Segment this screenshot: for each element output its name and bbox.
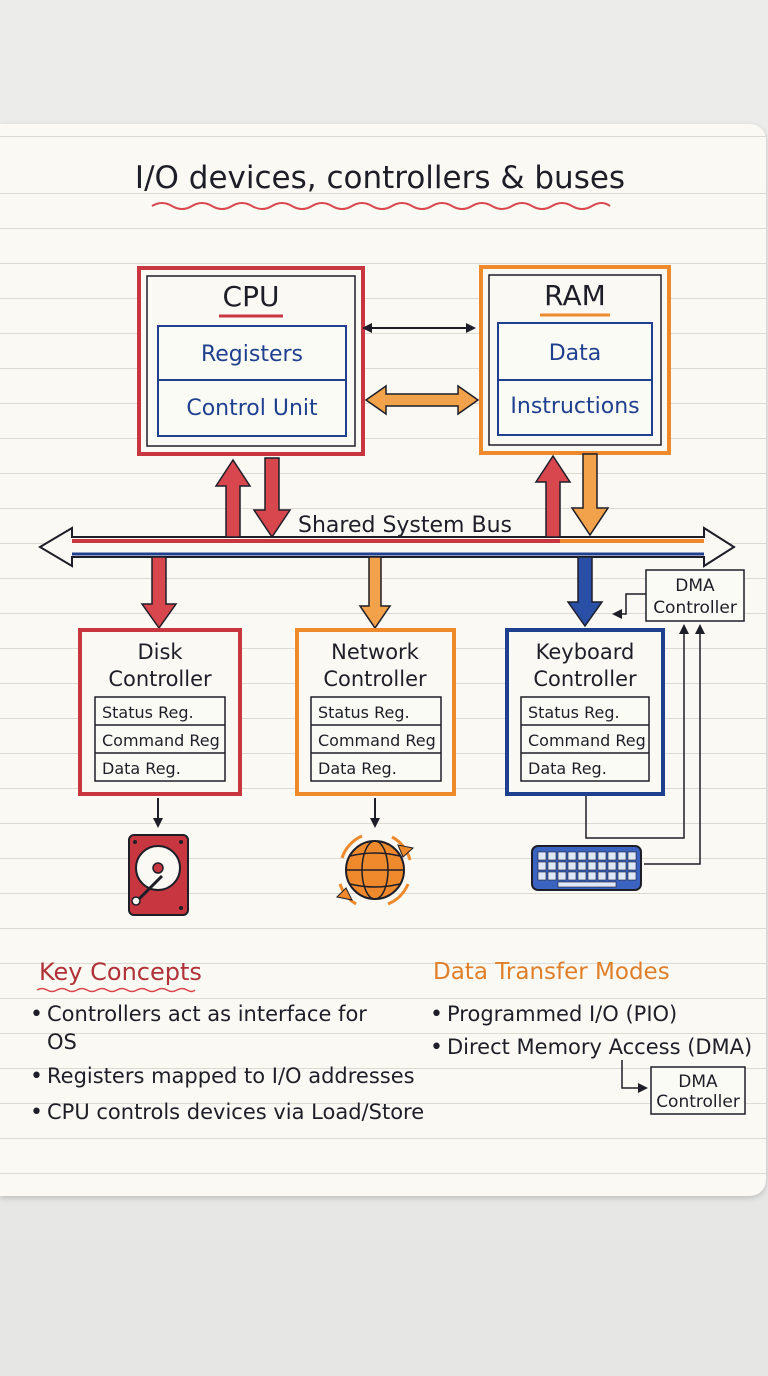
svg-text:•: • — [30, 1100, 43, 1125]
keyboard-dma-line-1 — [585, 624, 689, 839]
bus-to-cpu-arrow — [214, 458, 252, 538]
keyboard-key — [617, 871, 627, 881]
key-concept-3: CPU controls devices via Load/Store — [47, 1100, 424, 1124]
dma-controller-bottom: DMA Controller — [650, 1066, 746, 1115]
disk-controller-line1: Disk — [137, 640, 183, 664]
keyboard-key — [567, 871, 577, 881]
bus-to-ram-arrow — [534, 454, 572, 538]
keyboard-key — [617, 861, 627, 871]
key-concepts-section: Key Concepts • Controllers act as interf… — [30, 958, 424, 1125]
ram-label: RAM — [544, 279, 606, 312]
keyboard-controller: Keyboard Controller Status Reg. Command … — [505, 628, 665, 796]
svg-text:•: • — [30, 1002, 43, 1027]
keyboard-key — [557, 861, 567, 871]
ram-to-bus-arrow — [570, 453, 610, 537]
disk-data-reg: Data Reg. — [102, 759, 181, 778]
transfer-mode-pio: Programmed I/O (PIO) — [447, 1002, 677, 1026]
key-concept-1-line2: OS — [47, 1030, 77, 1054]
keyboard-key — [577, 871, 587, 881]
keyboard-key — [567, 861, 577, 871]
title-underline — [151, 202, 611, 210]
bus-label: Shared System Bus — [298, 513, 512, 538]
keyboard-key — [587, 851, 597, 861]
keyboard-key — [587, 861, 597, 871]
transfer-modes-heading: Data Transfer Modes — [433, 959, 670, 985]
keyboard-spacebar — [557, 881, 617, 888]
keyboard-key — [627, 871, 637, 881]
cpu-control-unit: Control Unit — [186, 396, 318, 421]
keyboard-key — [617, 851, 627, 861]
keyboard-key — [577, 851, 587, 861]
network-controller: Network Controller Status Reg. Command R… — [295, 628, 456, 796]
disk-controller-line2: Controller — [108, 667, 212, 691]
keyboard-dma-line-2 — [644, 624, 705, 865]
keyboard-key — [627, 851, 637, 861]
network-controller-line2: Controller — [323, 667, 427, 691]
keyboard-command-reg: Command Reg — [528, 731, 646, 750]
svg-text:•: • — [430, 1002, 443, 1027]
key-concept-2: Registers mapped to I/O addresses — [47, 1064, 415, 1088]
dma-bottom-line1: DMA — [678, 1072, 718, 1092]
keyboard-controller-line1: Keyboard — [536, 640, 635, 664]
keyboard-data-reg: Data Reg. — [528, 759, 607, 778]
keyboard-key — [597, 851, 607, 861]
keyboard-key — [557, 871, 567, 881]
disk-controller: Disk Controller Status Reg. Command Reg … — [78, 628, 242, 796]
disk-status-reg: Status Reg. — [102, 703, 194, 722]
keyboard-key — [607, 851, 617, 861]
dma-bottom-line2: Controller — [656, 1092, 740, 1112]
cpu-ram-wide-arrow — [364, 384, 480, 416]
keyboard-key — [537, 861, 547, 871]
dma-top-line1: DMA — [675, 576, 715, 596]
keyboard-key — [537, 851, 547, 861]
keyboard-controller-line2: Controller — [533, 667, 637, 691]
keyboard-key — [587, 871, 597, 881]
bus-to-disk-arrow — [140, 556, 178, 630]
bus-to-keyboard-arrow — [566, 556, 604, 628]
network-command-reg: Command Reg — [318, 731, 436, 750]
keyboard-key — [607, 871, 617, 881]
network-controller-line1: Network — [331, 640, 420, 664]
network-data-reg: Data Reg. — [318, 759, 397, 778]
cpu-label: CPU — [223, 280, 280, 313]
keyboard-key — [537, 871, 547, 881]
page-title: I/O devices, controllers & buses — [135, 160, 625, 196]
transfer-mode-dma: Direct Memory Access (DMA) — [447, 1035, 752, 1059]
keyboard-key — [567, 851, 577, 861]
key-concepts-heading: Key Concepts — [39, 958, 202, 986]
keyboard-key — [557, 851, 567, 861]
keyboard-key — [597, 871, 607, 881]
network-status-reg: Status Reg. — [318, 703, 410, 722]
svg-text:•: • — [430, 1035, 443, 1060]
dma-mode-arrow — [621, 1060, 648, 1093]
keyboard-key — [577, 861, 587, 871]
ram-data: Data — [549, 341, 602, 366]
keyboard-key — [607, 861, 617, 871]
globe-network-icon — [335, 834, 415, 906]
cpu-to-bus-arrow — [252, 457, 292, 539]
svg-text:•: • — [30, 1064, 43, 1089]
cpu-box: CPU Registers Control Unit — [137, 266, 365, 456]
ram-box: RAM Data Instructions — [479, 265, 671, 455]
dma-to-bus-arrow — [612, 593, 646, 619]
transfer-modes-section: Data Transfer Modes • Programmed I/O (PI… — [430, 959, 752, 1093]
keyboard-key — [627, 861, 637, 871]
dma-top-line2: Controller — [653, 598, 737, 618]
dma-controller-top: DMA Controller — [645, 569, 745, 622]
ram-instructions: Instructions — [510, 394, 639, 419]
keyboard-key — [547, 851, 557, 861]
cpu-registers: Registers — [201, 342, 303, 367]
key-concept-1-line1: Controllers act as interface for — [47, 1002, 367, 1026]
keyboard-key — [547, 861, 557, 871]
keyboard-key — [547, 871, 557, 881]
hard-disk-icon — [128, 834, 189, 916]
disk-command-reg: Command Reg — [102, 731, 220, 750]
keyboard-icon — [531, 845, 642, 891]
keyboard-key — [597, 861, 607, 871]
keyboard-status-reg: Status Reg. — [528, 703, 620, 722]
bus-to-network-arrow — [358, 556, 392, 630]
